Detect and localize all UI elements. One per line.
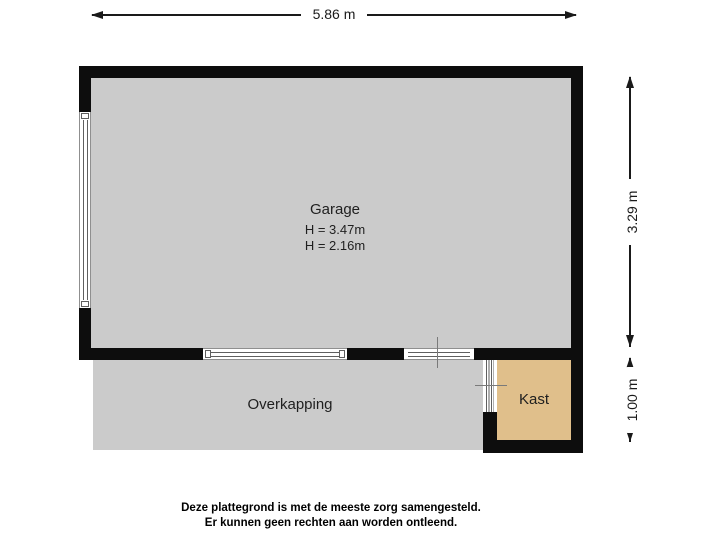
kast-door-louvre-lines <box>486 360 494 412</box>
kast-door-swing-line <box>475 385 507 386</box>
wall-left-lower <box>79 308 91 360</box>
window-left <box>79 112 91 308</box>
kast-door <box>483 360 497 412</box>
garage-height-1: H = 3.47m <box>304 222 366 237</box>
arrow-down-icon <box>626 335 634 347</box>
arrow-left-icon <box>91 11 103 19</box>
wall-left-upper <box>79 78 91 112</box>
disclaimer-line-2: Er kunnen geen rechten aan worden ontlee… <box>204 517 458 529</box>
arrow-down-icon <box>626 430 634 442</box>
overkapping-room-label: Overkapping <box>247 396 333 413</box>
wall-top <box>79 66 583 78</box>
wall-bottom-segment-2 <box>347 348 404 360</box>
kast-room-label: Kast <box>518 391 549 408</box>
opening-tick-mark <box>437 337 438 368</box>
top-dimension-label: 5.86 m <box>301 3 367 25</box>
overkapping-floor <box>93 360 483 450</box>
kast-wall-left-stub <box>483 412 497 440</box>
right-lower-dimension-label: 1.00 m <box>621 367 643 433</box>
kast-floor <box>497 360 572 440</box>
arrow-up-icon <box>626 76 634 88</box>
disclaimer-text: Deze plattegrond is met de meeste zorg s… <box>79 501 583 531</box>
window-bottom-2 <box>404 348 474 360</box>
window-glass <box>211 352 339 357</box>
garage-height-2: H = 2.16m <box>304 238 366 253</box>
right-upper-dimension-label: 3.29 m <box>621 179 643 245</box>
window-glass <box>83 120 88 300</box>
arrow-right-icon <box>565 11 577 19</box>
window-bottom-1 <box>203 348 347 360</box>
window-frame-cap <box>81 113 89 119</box>
window-frame-cap <box>339 350 345 358</box>
kast-wall-bottom <box>483 440 583 453</box>
wall-bottom-segment-3 <box>474 348 583 360</box>
disclaimer-line-1: Deze plattegrond is met de meeste zorg s… <box>181 502 481 514</box>
window-frame-cap <box>205 350 211 358</box>
wall-bottom-segment-1 <box>79 348 203 360</box>
garage-floor <box>91 78 571 348</box>
garage-room-label: Garage <box>309 201 361 218</box>
window-frame-cap <box>81 301 89 307</box>
window-glass <box>408 352 470 357</box>
arrow-up-icon <box>626 357 634 369</box>
